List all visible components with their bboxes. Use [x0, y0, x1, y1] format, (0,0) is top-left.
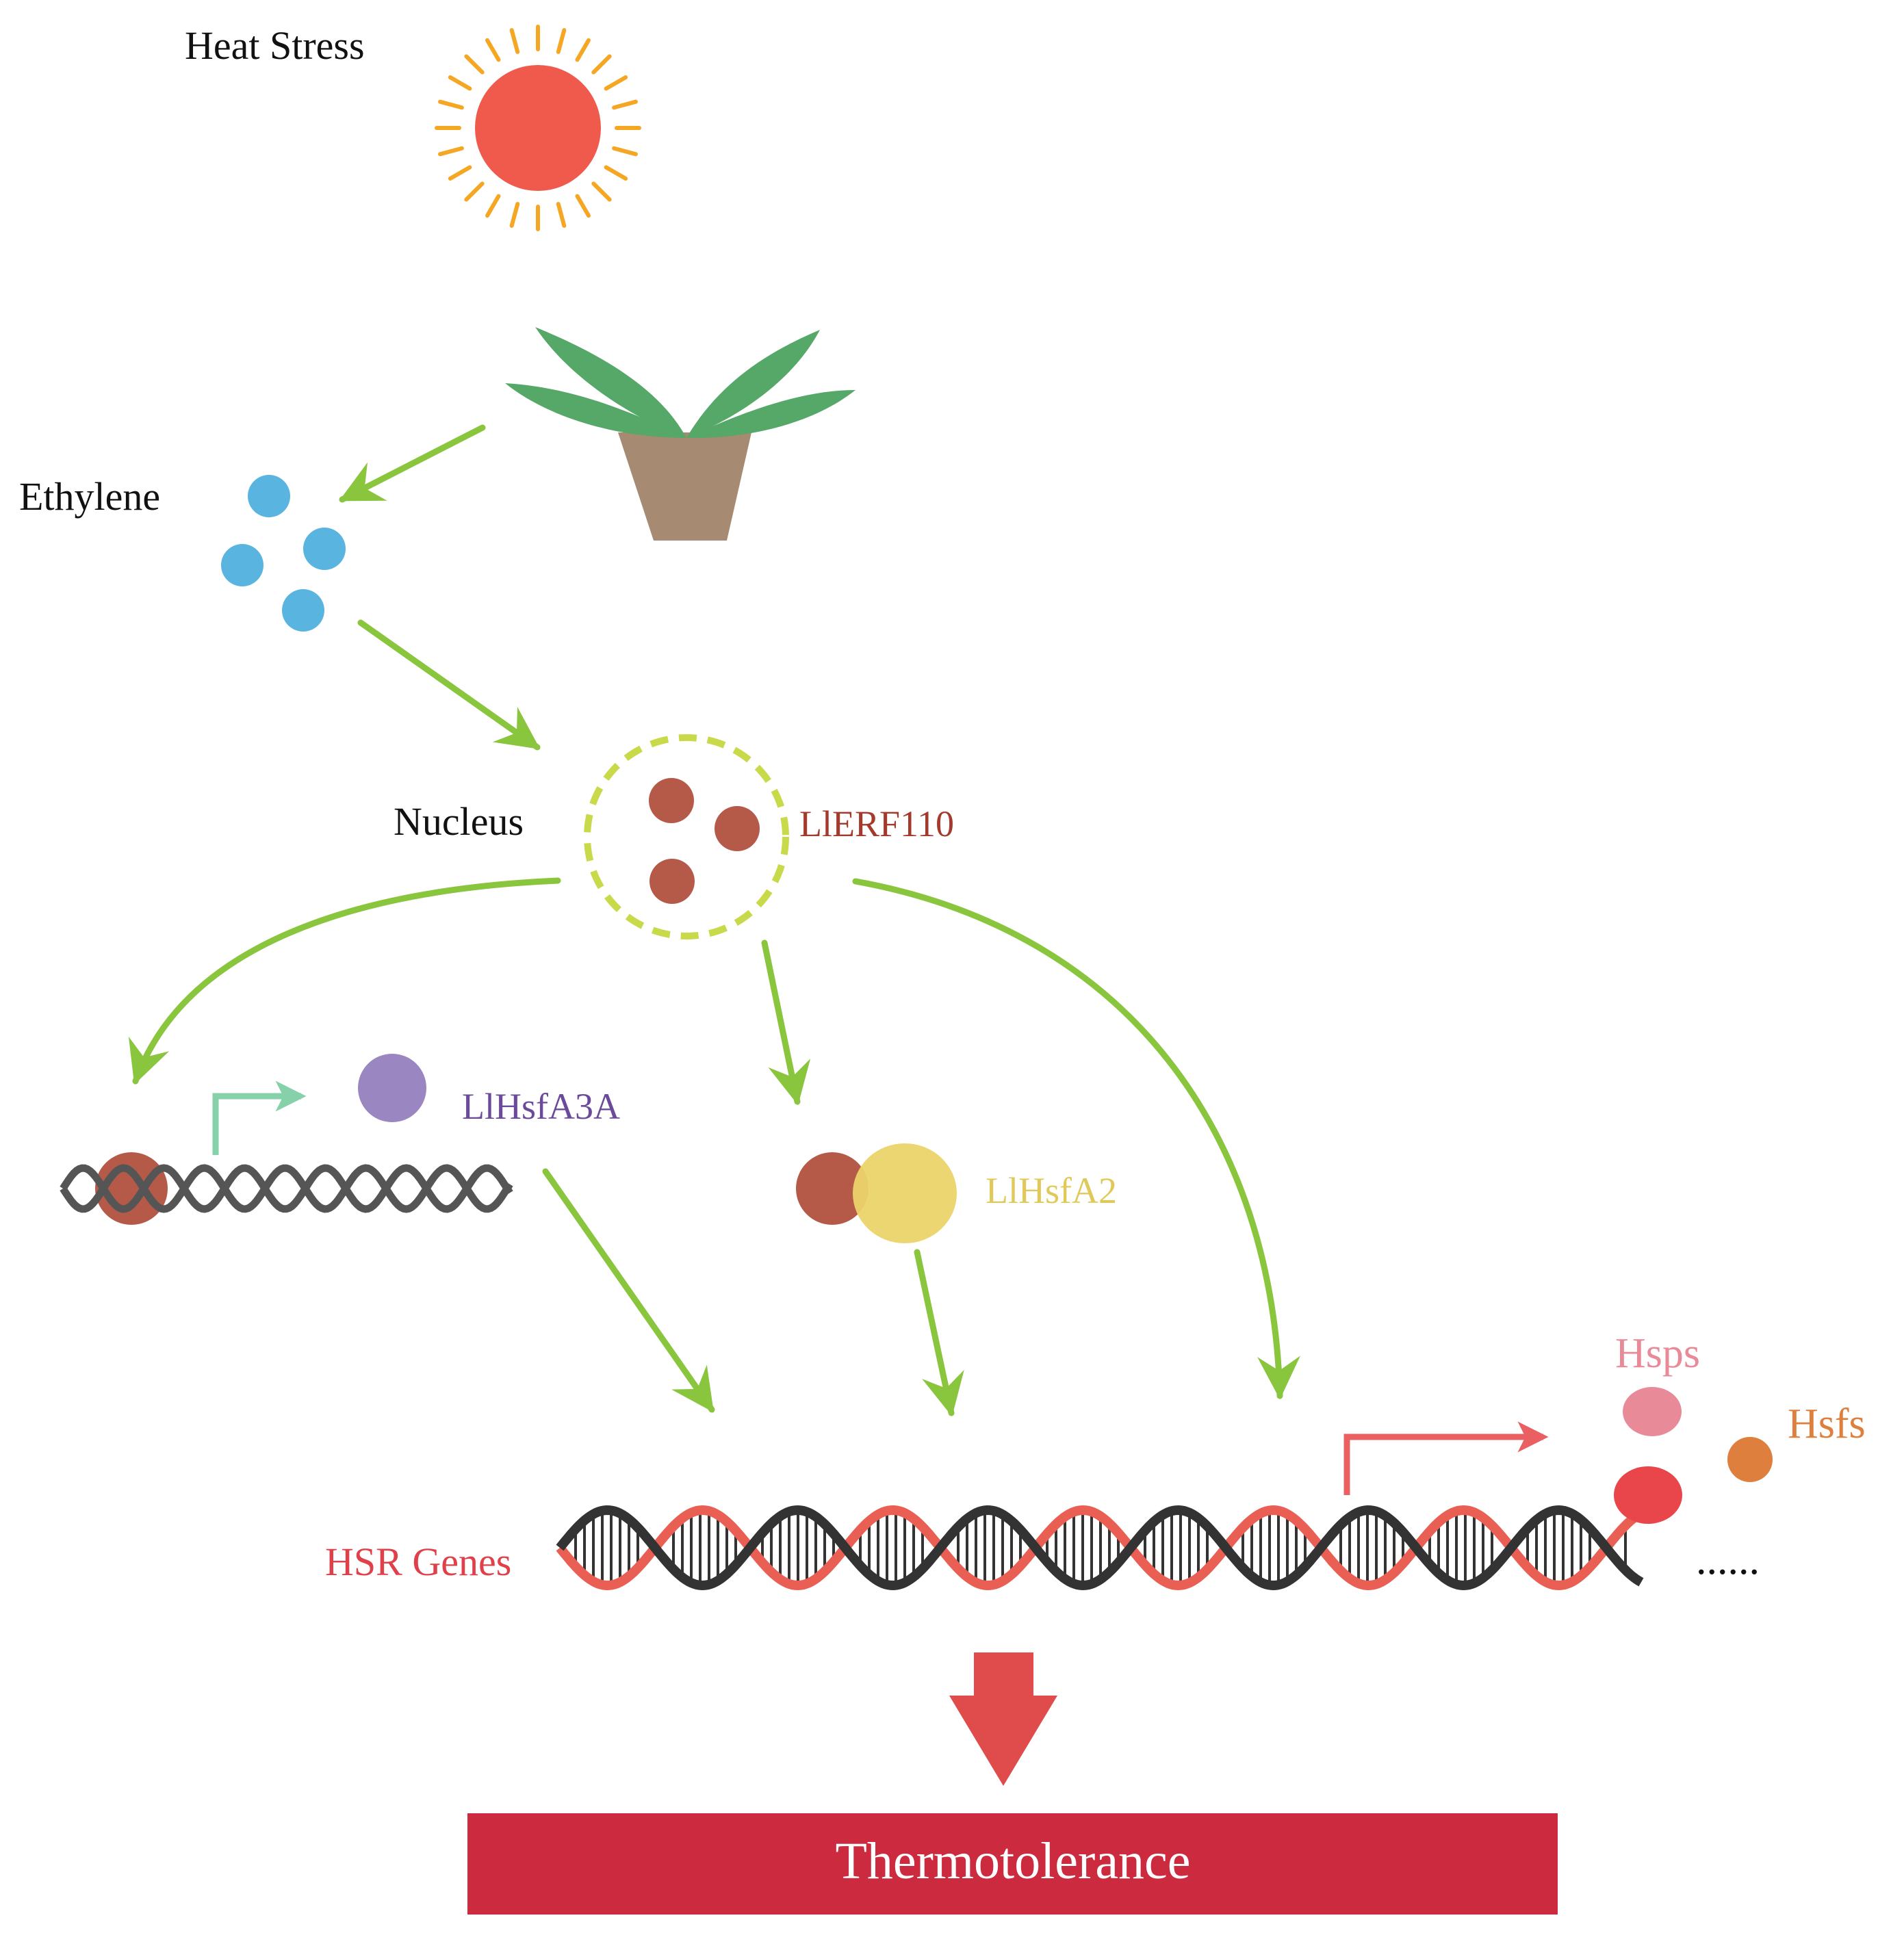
llerf110-protein [796, 1152, 869, 1225]
leaf-upper-left [535, 327, 686, 438]
sun-icon [435, 25, 641, 231]
sun-ray [509, 28, 520, 54]
ethylene-label: Ethylene [19, 474, 160, 519]
arrow-plant-to-ethylene [339, 424, 486, 503]
arrow-nucleus-to-hsr [852, 878, 1300, 1400]
sun-ray [438, 146, 464, 157]
arrow-llhsfa2-to-hsr [914, 1249, 964, 1417]
llerf110-dot [649, 859, 695, 904]
potted-plant-icon [505, 327, 855, 541]
sun-ray [448, 75, 472, 91]
hsr-genes-dna [556, 1505, 1644, 1591]
big-down-arrow [949, 1652, 1057, 1786]
llhsfa3a-label: LlHsfA3A [462, 1086, 620, 1127]
llhsfa3a-gene-dna [60, 1080, 513, 1225]
arrow-nucleus-to-llhsfa2 [761, 939, 811, 1106]
sun-ray [612, 146, 638, 157]
llhsfa3a-protein [358, 1054, 426, 1122]
nucleus-membrane [584, 734, 789, 939]
sun-ray [604, 75, 628, 91]
llerf110-llhsfa2-complex [796, 1143, 957, 1243]
leaf-lower-right [686, 390, 855, 439]
arrow-ethylene-to-nucleus [357, 619, 541, 751]
sun-ray [604, 165, 628, 181]
leaf-lower-left [505, 383, 686, 438]
pot [618, 432, 751, 541]
dna-strand [60, 1164, 513, 1213]
llerf110-label: LlERF110 [799, 803, 954, 844]
llhsfa2-label: LlHsfA2 [986, 1170, 1117, 1211]
sun-core [475, 65, 601, 191]
sun-ray [438, 99, 464, 110]
sun-ray [448, 165, 472, 181]
sun-ray [485, 38, 501, 62]
sun-rays [435, 25, 641, 231]
heat-stress-label: Heat Stress [185, 23, 365, 68]
ethylene-dot [282, 589, 324, 632]
sun-ray [575, 194, 591, 218]
arrow-nucleus-to-llhsfa3a [128, 877, 561, 1085]
hsps-protein [1623, 1387, 1682, 1436]
dna-strand-red [556, 1505, 1644, 1591]
ethylene-molecules [221, 475, 346, 632]
llerf110-dot [649, 778, 694, 823]
dna-strand [60, 1164, 513, 1213]
ethylene-dot [221, 544, 263, 586]
sun-ray [591, 181, 612, 202]
dna-strand-dark [556, 1505, 1644, 1591]
llerf110-dot [715, 806, 760, 851]
sun-ray [575, 38, 591, 62]
sun-ray [485, 194, 501, 218]
nucleus-label: Nucleus [394, 799, 524, 844]
sun-ray [509, 202, 520, 228]
thermotolerance-bar [467, 1813, 1558, 1915]
leaf-upper-right [686, 330, 820, 438]
sun-ray [556, 202, 567, 228]
red-protein [1614, 1466, 1682, 1524]
thermotolerance-label: Thermotolerance [835, 1832, 1190, 1890]
hsr-promoter-arrow [1343, 1421, 1549, 1495]
llhsfa2-protein [853, 1143, 957, 1243]
llhsfa3a-promoter-arrow [212, 1080, 307, 1155]
sun-ray [464, 54, 485, 75]
sun-ray [591, 54, 612, 75]
hsfs-protein [1727, 1437, 1773, 1482]
ellipsis-label: ...... [1696, 1537, 1760, 1583]
ethylene-dot [248, 475, 290, 517]
ethylene-dot [303, 528, 346, 570]
hsfs-label: Hsfs [1788, 1401, 1866, 1447]
sun-ray [612, 99, 638, 110]
arrow-llhsfa3a-to-hsr [542, 1168, 715, 1413]
sun-ray [556, 28, 567, 54]
hsr-genes-label: HSR Genes [325, 1540, 511, 1584]
sun-ray [464, 181, 485, 202]
llerf110-proteins [649, 778, 760, 904]
hsps-label: Hsps [1615, 1330, 1700, 1377]
